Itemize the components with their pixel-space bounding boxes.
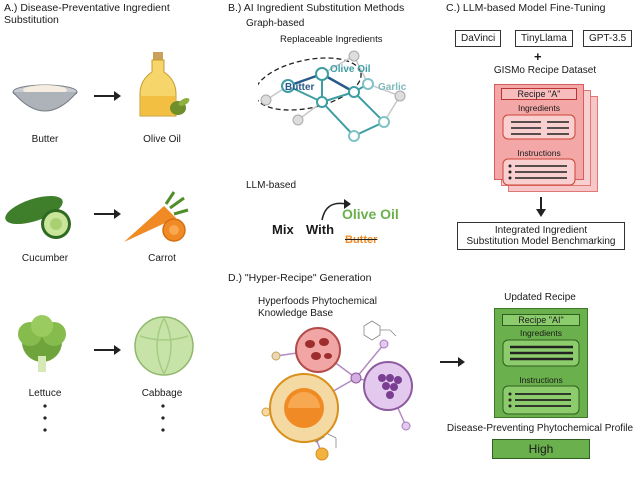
recipe-ai-instructions-lines xyxy=(502,385,580,415)
panel-a-title-line2: Substitution xyxy=(4,14,59,26)
graph-node-butter: Butter xyxy=(285,82,315,93)
ellipsis-left-icon xyxy=(43,404,47,432)
arrow-right-icon-d xyxy=(440,357,465,367)
cabbage-icon xyxy=(134,316,194,376)
recipe-card-ai: Recipe "AI" Ingredients Instructions xyxy=(494,308,588,418)
plus-sign: + xyxy=(534,49,542,64)
arrow-right-icon-2 xyxy=(94,209,121,219)
panel-b-title: B.) AI Ingredient Substitution Methods xyxy=(228,2,405,14)
lettuce-icon xyxy=(18,315,66,372)
word-mix: Mix xyxy=(272,222,294,237)
replaceable-dashed-ellipse xyxy=(258,57,362,111)
model-gpt35: GPT-3.5 xyxy=(583,30,633,47)
panel-a-title-line1: A.) Disease-Preventative Ingredient xyxy=(4,2,170,14)
benchmark-line2: Substitution Model Benchmarking xyxy=(466,236,616,247)
model-davinci: DaVinci xyxy=(455,30,502,47)
recipe-a-ingredients-lines xyxy=(502,114,576,140)
benchmark-box: Integrated Ingredient Substitution Model… xyxy=(457,222,625,250)
model-tinyllama: TinyLlama xyxy=(515,30,573,47)
ingredient-graph xyxy=(258,50,406,142)
updated-recipe-label: Updated Recipe xyxy=(504,292,576,303)
word-butter-struck: Butter xyxy=(345,234,378,246)
word-olive-oil: Olive Oil xyxy=(342,206,399,222)
butter-bowl-icon xyxy=(12,84,78,112)
recipe-a-instructions-label: Instructions xyxy=(517,148,561,158)
recipe-a-instructions-lines xyxy=(502,158,576,186)
recipe-ai-ingredients-lines xyxy=(502,339,580,367)
graph-based-label: Graph-based xyxy=(246,18,305,29)
cabbage-label: Cabbage xyxy=(141,388,183,399)
arrow-right-icon-3 xyxy=(94,345,121,355)
llm-based-label: LLM-based xyxy=(246,180,297,191)
olive-oil-label: Olive Oil xyxy=(143,134,181,145)
kb-line2: Knowledge Base xyxy=(258,308,334,319)
high-badge: High xyxy=(492,439,590,459)
carrot-label: Carrot xyxy=(148,253,176,264)
recipe-a-title: Recipe "A" xyxy=(501,88,577,100)
word-with: With xyxy=(306,222,335,237)
graph-node-olive-oil: Olive Oil xyxy=(330,64,371,75)
panel-c-title: C.) LLM-based Model Fine-Tuning xyxy=(446,2,606,14)
recipe-ai-title: Recipe "AI" xyxy=(502,314,580,326)
cucumber-label: Cucumber xyxy=(21,253,69,264)
benchmark-line1: Integrated Ingredient xyxy=(494,225,588,236)
olive-oil-bottle-icon xyxy=(139,52,190,117)
knowledge-base-label: Hyperfoods Phytochemical Knowledge Base xyxy=(258,296,377,320)
ellipsis-right-icon xyxy=(161,404,165,432)
graph-node-garlic: Garlic xyxy=(378,82,407,93)
recipe-ai-ingredients-label: Ingredients xyxy=(519,328,563,338)
arrow-right-icon xyxy=(94,91,121,101)
dataset-label: GISMo Recipe Dataset xyxy=(493,65,597,76)
panel-a-title: A.) Disease-Preventative Ingredient Subs… xyxy=(4,2,170,26)
panel-d-title: D.) "Hyper-Recipe" Generation xyxy=(228,272,372,284)
lettuce-label: Lettuce xyxy=(28,388,62,399)
recipe-ai-instructions-label: Instructions xyxy=(519,375,563,385)
cucumber-icon xyxy=(5,196,71,239)
kb-line1: Hyperfoods Phytochemical xyxy=(258,296,377,307)
arrow-down-icon xyxy=(536,197,546,217)
bean-node xyxy=(295,327,341,373)
carrot-icon xyxy=(124,191,189,242)
knowledge-base-graph xyxy=(261,320,413,461)
recipe-a-ingredients-label: Ingredients xyxy=(517,103,561,113)
phytochemical-profile-label: Disease-Preventing Phytochemical Profile xyxy=(446,423,634,434)
replaceable-ingredients-label: Replaceable Ingredients xyxy=(280,34,383,45)
insert-arrow-icon xyxy=(321,199,351,221)
recipe-card-a: Recipe "A" Ingredients Instructions xyxy=(494,84,584,186)
butter-label: Butter xyxy=(31,134,59,145)
